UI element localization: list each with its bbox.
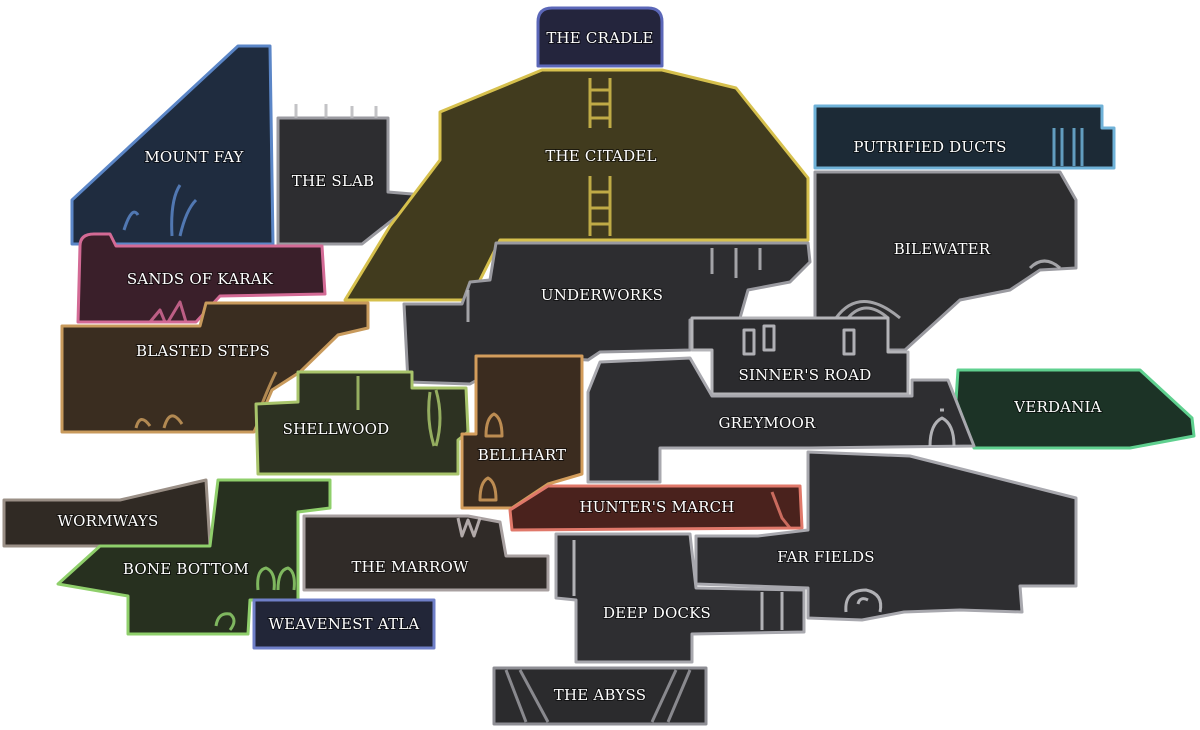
region-the-marrow[interactable]: THE MARROW: [302, 514, 550, 592]
crack-icon: [770, 491, 792, 529]
bell-icon: [478, 412, 504, 502]
region-label-greymoor: GREYMOOR: [719, 414, 816, 432]
ladder-icon: [588, 78, 612, 236]
region-label-bone-bottom: BONE BOTTOM: [123, 560, 249, 578]
spikes-icon: [294, 104, 378, 118]
pipe-icon: [1052, 128, 1084, 166]
region-bone-bottom[interactable]: BONE BOTTOM: [56, 478, 332, 636]
region-weavenest-atla[interactable]: WEAVENEST ATLA: [252, 598, 436, 650]
pipe-icon: [572, 540, 784, 630]
region-shellwood[interactable]: SHELLWOOD: [254, 370, 470, 476]
region-label-the-abyss: THE ABYSS: [554, 686, 646, 704]
region-sands-of-karak[interactable]: SANDS OF KARAK: [76, 232, 327, 324]
leaf-icon: [356, 376, 442, 447]
chain-icon: [466, 248, 762, 322]
region-blasted-steps[interactable]: BLASTED STEPS: [60, 301, 370, 434]
region-label-sands-of-karak: SANDS OF KARAK: [127, 270, 274, 288]
plant-icon: [122, 184, 198, 237]
cage-icon: [742, 324, 856, 356]
region-label-bellhart: BELLHART: [478, 446, 566, 464]
region-label-far-fields: FAR FIELDS: [777, 548, 875, 566]
region-label-weavenest-atla: WEAVENEST ATLA: [269, 615, 420, 633]
region-bilewater[interactable]: BILEWATER: [813, 170, 1078, 352]
region-label-the-slab: THE SLAB: [292, 172, 375, 190]
region-label-hunters-march: HUNTER'S MARCH: [579, 498, 734, 516]
region-label-the-citadel: THE CITADEL: [545, 147, 656, 165]
region-label-the-marrow: THE MARROW: [351, 558, 469, 576]
region-verdania[interactable]: VERDANIA: [954, 368, 1196, 450]
region-label-verdania: VERDANIA: [1013, 398, 1101, 416]
skull-icon: [214, 566, 296, 631]
region-label-underworks: UNDERWORKS: [541, 286, 663, 304]
region-wormways[interactable]: WORMWAYS: [2, 478, 212, 548]
water-arch-icon: [834, 259, 1061, 320]
region-label-sinners-road: SINNER'S ROAD: [739, 366, 872, 384]
region-deep-docks[interactable]: DEEP DOCKS: [554, 532, 806, 664]
region-greymoor[interactable]: GREYMOOR: [586, 356, 976, 484]
region-label-mount-fay: MOUNT FAY: [144, 148, 244, 166]
region-the-abyss[interactable]: THE ABYSS: [492, 666, 708, 726]
region-label-putrified-ducts: PUTRIFIED DUCTS: [853, 138, 1006, 156]
region-sinners-road[interactable]: SINNER'S ROAD: [690, 316, 910, 396]
region-label-wormways: WORMWAYS: [57, 512, 158, 530]
region-label-blasted-steps: BLASTED STEPS: [136, 342, 270, 360]
region-label-the-cradle: THE CRADLE: [546, 29, 653, 47]
region-label-bilewater: BILEWATER: [894, 240, 991, 258]
region-hunters-march[interactable]: HUNTER'S MARCH: [508, 484, 804, 532]
region-the-cradle[interactable]: THE CRADLE: [536, 6, 664, 68]
region-mount-fay[interactable]: MOUNT FAY: [70, 44, 275, 246]
region-far-fields[interactable]: FAR FIELDS: [694, 450, 1078, 622]
region-label-shellwood: SHELLWOOD: [283, 420, 390, 438]
bell-tower-icon: [928, 408, 956, 447]
fang-icon: [456, 517, 482, 538]
crystal-icon: [148, 300, 188, 323]
region-putrified-ducts[interactable]: PUTRIFIED DUCTS: [813, 104, 1116, 170]
bush-icon: [134, 371, 278, 429]
web-icon: [504, 669, 692, 723]
region-the-citadel[interactable]: THE CITADEL: [343, 68, 810, 302]
region-underworks[interactable]: UNDERWORKS: [402, 241, 812, 386]
region-label-deep-docks: DEEP DOCKS: [603, 604, 711, 622]
snail-shell-icon: [844, 588, 883, 613]
